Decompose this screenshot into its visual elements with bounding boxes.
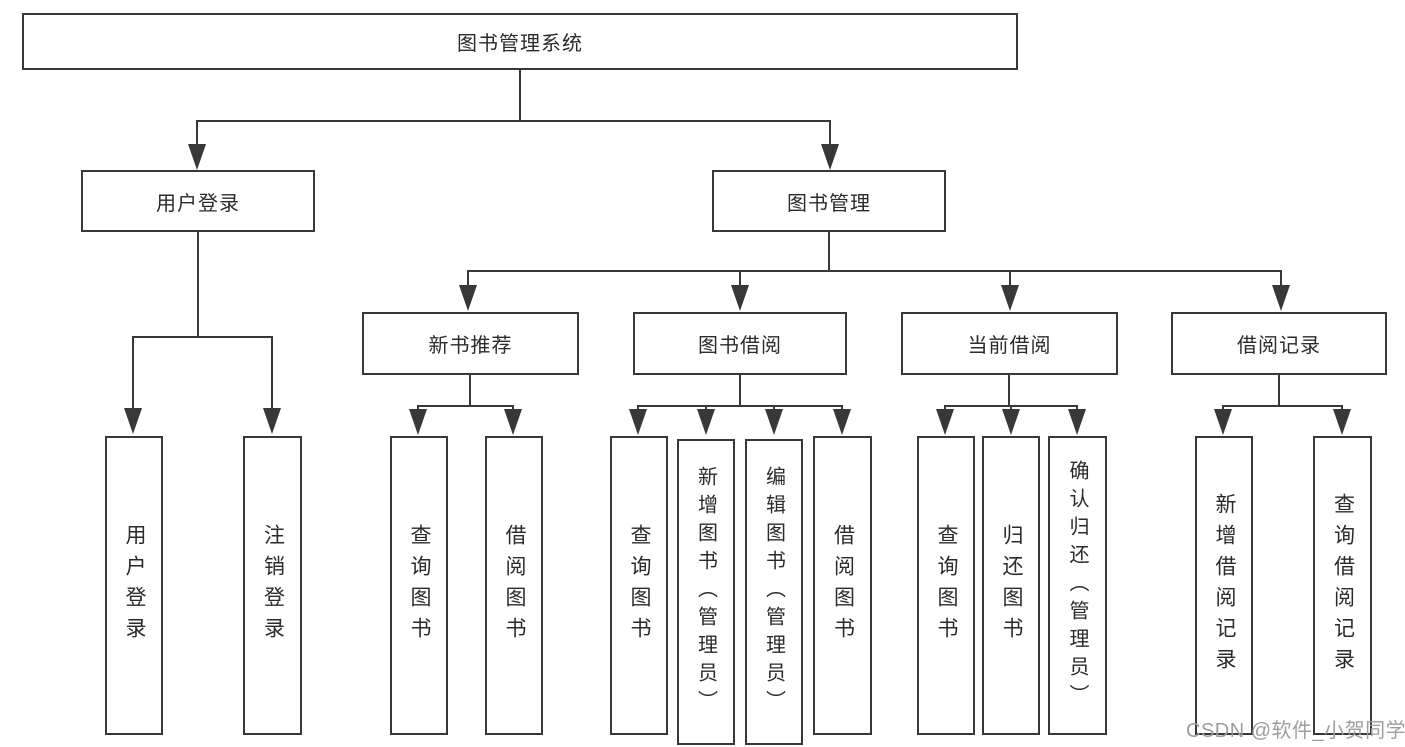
- leaf-current-query-books-label: 查询图书: [935, 523, 958, 648]
- arrowhead-icon: [697, 409, 715, 435]
- arrowhead-icon: [833, 409, 851, 435]
- leaf-current-return-books: 归还图书: [982, 436, 1040, 735]
- node-current-borrow: 当前借阅: [901, 312, 1118, 375]
- connector-borrow-records-trunk: [1278, 375, 1280, 407]
- leaf-recommend-query-books: 查询图书: [390, 436, 448, 735]
- leaf-current-confirm-return-label: 确认归还（管理员）: [1066, 459, 1088, 712]
- arrowhead-icon: [765, 409, 783, 435]
- arrowhead-icon: [1002, 409, 1020, 435]
- node-borrow-records: 借阅记录: [1171, 312, 1387, 375]
- leaf-borrow-add-books-label: 新增图书（管理员）: [694, 466, 717, 718]
- node-book-borrow: 图书借阅: [633, 312, 847, 375]
- connector-book-management-trunk: [828, 232, 830, 272]
- leaf-current-return-books-label: 归还图书: [1000, 523, 1023, 648]
- node-book-borrow-label: 图书借阅: [698, 335, 782, 357]
- connector-root-trunk: [519, 70, 521, 122]
- csdn-watermark: CSDN @软件_小贺同学: [1186, 720, 1405, 742]
- arrowhead-icon: [409, 409, 427, 435]
- connector-recommend-rail: [418, 405, 514, 407]
- arrowhead-icon: [1272, 285, 1290, 311]
- arrowhead-icon: [1001, 285, 1019, 311]
- arrowhead-icon: [124, 408, 142, 434]
- node-new-book-recommend: 新书推荐: [362, 312, 579, 375]
- connector-user-login-trunk: [197, 232, 199, 338]
- connector-book-management-rail: [468, 270, 1282, 272]
- node-new-book-recommend-label: 新书推荐: [428, 335, 513, 357]
- node-root-label: 图书管理系统: [457, 33, 583, 55]
- leaf-borrow-borrow-books-label: 借阅图书: [831, 523, 855, 648]
- arrowhead-icon: [821, 144, 839, 170]
- connector-book-borrow-trunk: [739, 375, 741, 407]
- leaf-borrow-add-books: 新增图书（管理员）: [677, 439, 735, 745]
- connector-current-borrow-trunk: [1008, 375, 1010, 407]
- arrowhead-icon: [1333, 409, 1351, 435]
- node-root: 图书管理系统: [22, 13, 1018, 70]
- leaf-recommend-borrow-books-label: 借阅图书: [503, 523, 526, 648]
- leaf-borrow-edit-books: 编辑图书（管理员）: [745, 439, 803, 745]
- arrowhead-icon: [263, 408, 281, 434]
- arrowhead-icon: [629, 409, 647, 435]
- connector-user-login-rail: [133, 336, 273, 338]
- leaf-records-add-record: 新增借阅记录: [1195, 436, 1253, 735]
- arrowhead-icon: [936, 409, 954, 435]
- connector-stem-book-management: [829, 120, 831, 162]
- leaf-records-query-record: 查询借阅记录: [1313, 436, 1372, 735]
- connector-stem-leaf-logout: [271, 336, 273, 428]
- connector-stem-user-login: [196, 120, 198, 162]
- arrowhead-icon: [459, 285, 477, 311]
- node-user-login-label: 用户登录: [156, 192, 240, 215]
- connector-stem-leaf-user-login: [132, 336, 134, 428]
- connector-book-borrow-rail: [638, 405, 843, 407]
- leaf-logout: 注销登录: [243, 436, 302, 735]
- leaf-records-add-record-label: 新增借阅记录: [1213, 492, 1236, 679]
- leaf-borrow-query-books-label: 查询图书: [628, 523, 651, 648]
- arrowhead-icon: [504, 409, 522, 435]
- leaf-borrow-borrow-books: 借阅图书: [813, 436, 872, 735]
- leaf-records-query-record-label: 查询借阅记录: [1331, 492, 1355, 679]
- leaf-borrow-query-books: 查询图书: [610, 436, 668, 735]
- arrowhead-icon: [1214, 409, 1232, 435]
- node-current-borrow-label: 当前借阅: [967, 335, 1052, 357]
- leaf-recommend-query-books-label: 查询图书: [408, 523, 431, 648]
- leaf-current-query-books: 查询图书: [917, 436, 975, 735]
- leaf-recommend-borrow-books: 借阅图书: [485, 436, 543, 735]
- node-book-management-label: 图书管理: [787, 192, 871, 215]
- connector-recommend-trunk: [469, 375, 471, 407]
- arrowhead-icon: [1068, 409, 1086, 435]
- leaf-current-confirm-return: 确认归还（管理员）: [1048, 436, 1107, 735]
- leaf-borrow-edit-books-label: 编辑图书（管理员）: [762, 466, 785, 718]
- leaf-user-login-label: 用户登录: [123, 523, 146, 648]
- connector-borrow-records-rail: [1223, 405, 1342, 407]
- node-user-login: 用户登录: [81, 170, 315, 232]
- connector-root-rail: [197, 120, 831, 122]
- node-borrow-records-label: 借阅记录: [1237, 335, 1321, 357]
- node-book-management: 图书管理: [712, 170, 946, 232]
- arrowhead-icon: [731, 285, 749, 311]
- leaf-user-login: 用户登录: [105, 436, 163, 735]
- leaf-logout-label: 注销登录: [261, 523, 285, 648]
- arrowhead-icon: [188, 144, 206, 170]
